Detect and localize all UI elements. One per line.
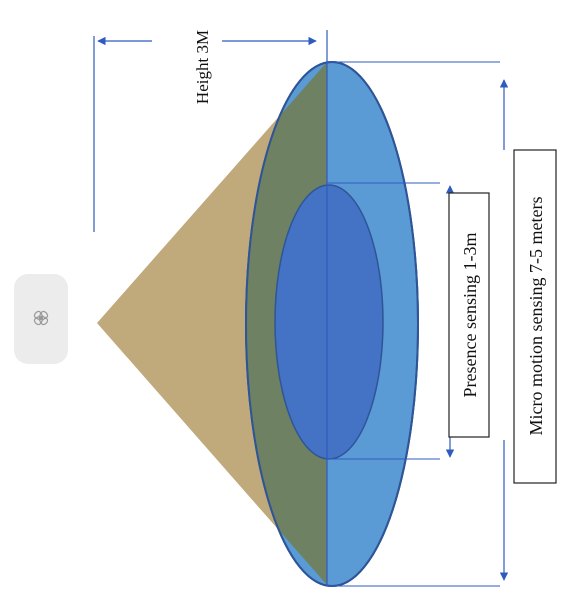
presence-range-ellipse — [274, 184, 384, 460]
height-label: Height 3M — [193, 30, 212, 104]
micro-motion-dimension — [327, 61, 509, 587]
presence-label-box: Presence sensing 1-3m — [448, 192, 490, 438]
height-dimension — [93, 36, 317, 232]
micro-motion-label: Micro motion sensing 7-5 meters — [526, 197, 546, 436]
micro-motion-label-box: Micro motion sensing 7-5 meters — [513, 149, 557, 484]
cone-overlap-region — [246, 62, 327, 585]
presence-label: Presence sensing 1-3m — [460, 233, 480, 398]
sensor-device-icon — [14, 274, 68, 364]
